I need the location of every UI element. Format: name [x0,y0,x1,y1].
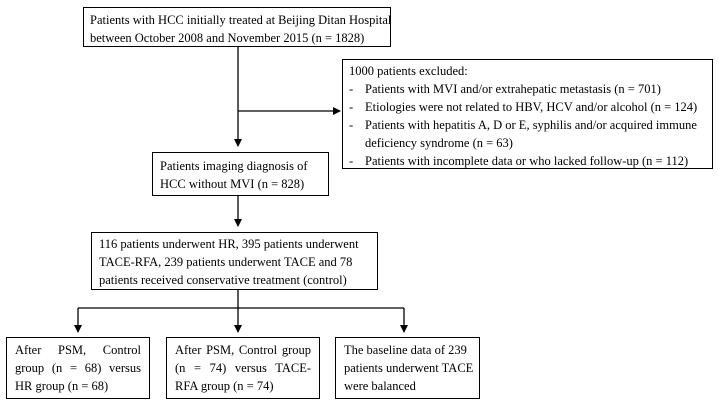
box-outcome-tace-line: were balanced [344,379,416,393]
box-outcome-tacerfa-line: RFA group (n = 74) [175,379,274,393]
box-outcome-tacerfa-line: (n = 74) versus TACE- [175,361,311,375]
bullet-dash: - [349,100,354,114]
box-imaging-line: Patients imaging diagnosis of [160,159,308,173]
box-initial-line: Patients with HCC initially treated at B… [90,13,392,27]
box-excluded-patients: 1000 patients excluded: - Patients with … [342,59,713,169]
excluded-list: - Patients with MVI and/or extrahepatic … [349,80,706,170]
box-initial-patients: Patients with HCC initially treated at B… [83,7,391,47]
excluded-item-text: Patients with incomplete data or who lac… [365,154,689,168]
box-treatment-line: 116 patients underwent HR, 395 patients … [99,237,359,251]
excluded-item: - Patients with incomplete data or who l… [349,152,706,170]
box-outcome-hr-line: group (n = 68) versus [15,361,141,375]
excluded-item-text: Patients with MVI and/or extrahepatic me… [365,82,661,96]
excluded-item-text: deficiency syndrome (n = 63) [365,136,513,150]
box-outcome-tace: The baseline data of 239 patients underw… [335,337,480,399]
bullet-dash: - [349,82,354,96]
bullet-dash: - [349,154,354,168]
box-treatment-line: patients received conservative treatment… [99,273,347,287]
box-outcome-hr-line: After PSM, Control [15,343,141,357]
box-outcome-tacerfa-line: After PSM, Control group [175,343,311,357]
excluded-item: - Etiologies were not related to HBV, HC… [349,98,706,116]
box-outcome-hr-line: HR group (n = 68) [15,379,109,393]
excluded-item: - Patients with MVI and/or extrahepatic … [349,80,706,98]
box-outcome-tace-line: patients underwent TACE [344,361,474,375]
excluded-item: - Patients with hepatitis A, D or E, syp… [349,116,706,152]
excluded-item-text: Patients with hepatitis A, D or E, syphi… [365,118,697,132]
excluded-title: 1000 patients excluded: [349,64,468,78]
excluded-item-text: Etiologies were not related to HBV, HCV … [365,100,698,114]
box-treatment-line: TACE-RFA, 239 patients underwent TACE an… [99,255,353,269]
box-initial-line: between October 2008 and November 2015 (… [90,31,365,45]
box-outcome-tace-line: The baseline data of 239 [344,343,467,357]
bullet-dash: - [349,118,354,132]
box-outcome-tacerfa: After PSM, Control group (n = 74) versus… [166,337,320,399]
box-imaging-diagnosis: Patients imaging diagnosis of HCC withou… [152,152,329,196]
box-imaging-line: HCC without MVI (n = 828) [160,177,305,191]
box-outcome-hr: After PSM, Control group (n = 68) versus… [6,337,150,399]
box-treatment-groups: 116 patients underwent HR, 395 patients … [91,232,378,290]
